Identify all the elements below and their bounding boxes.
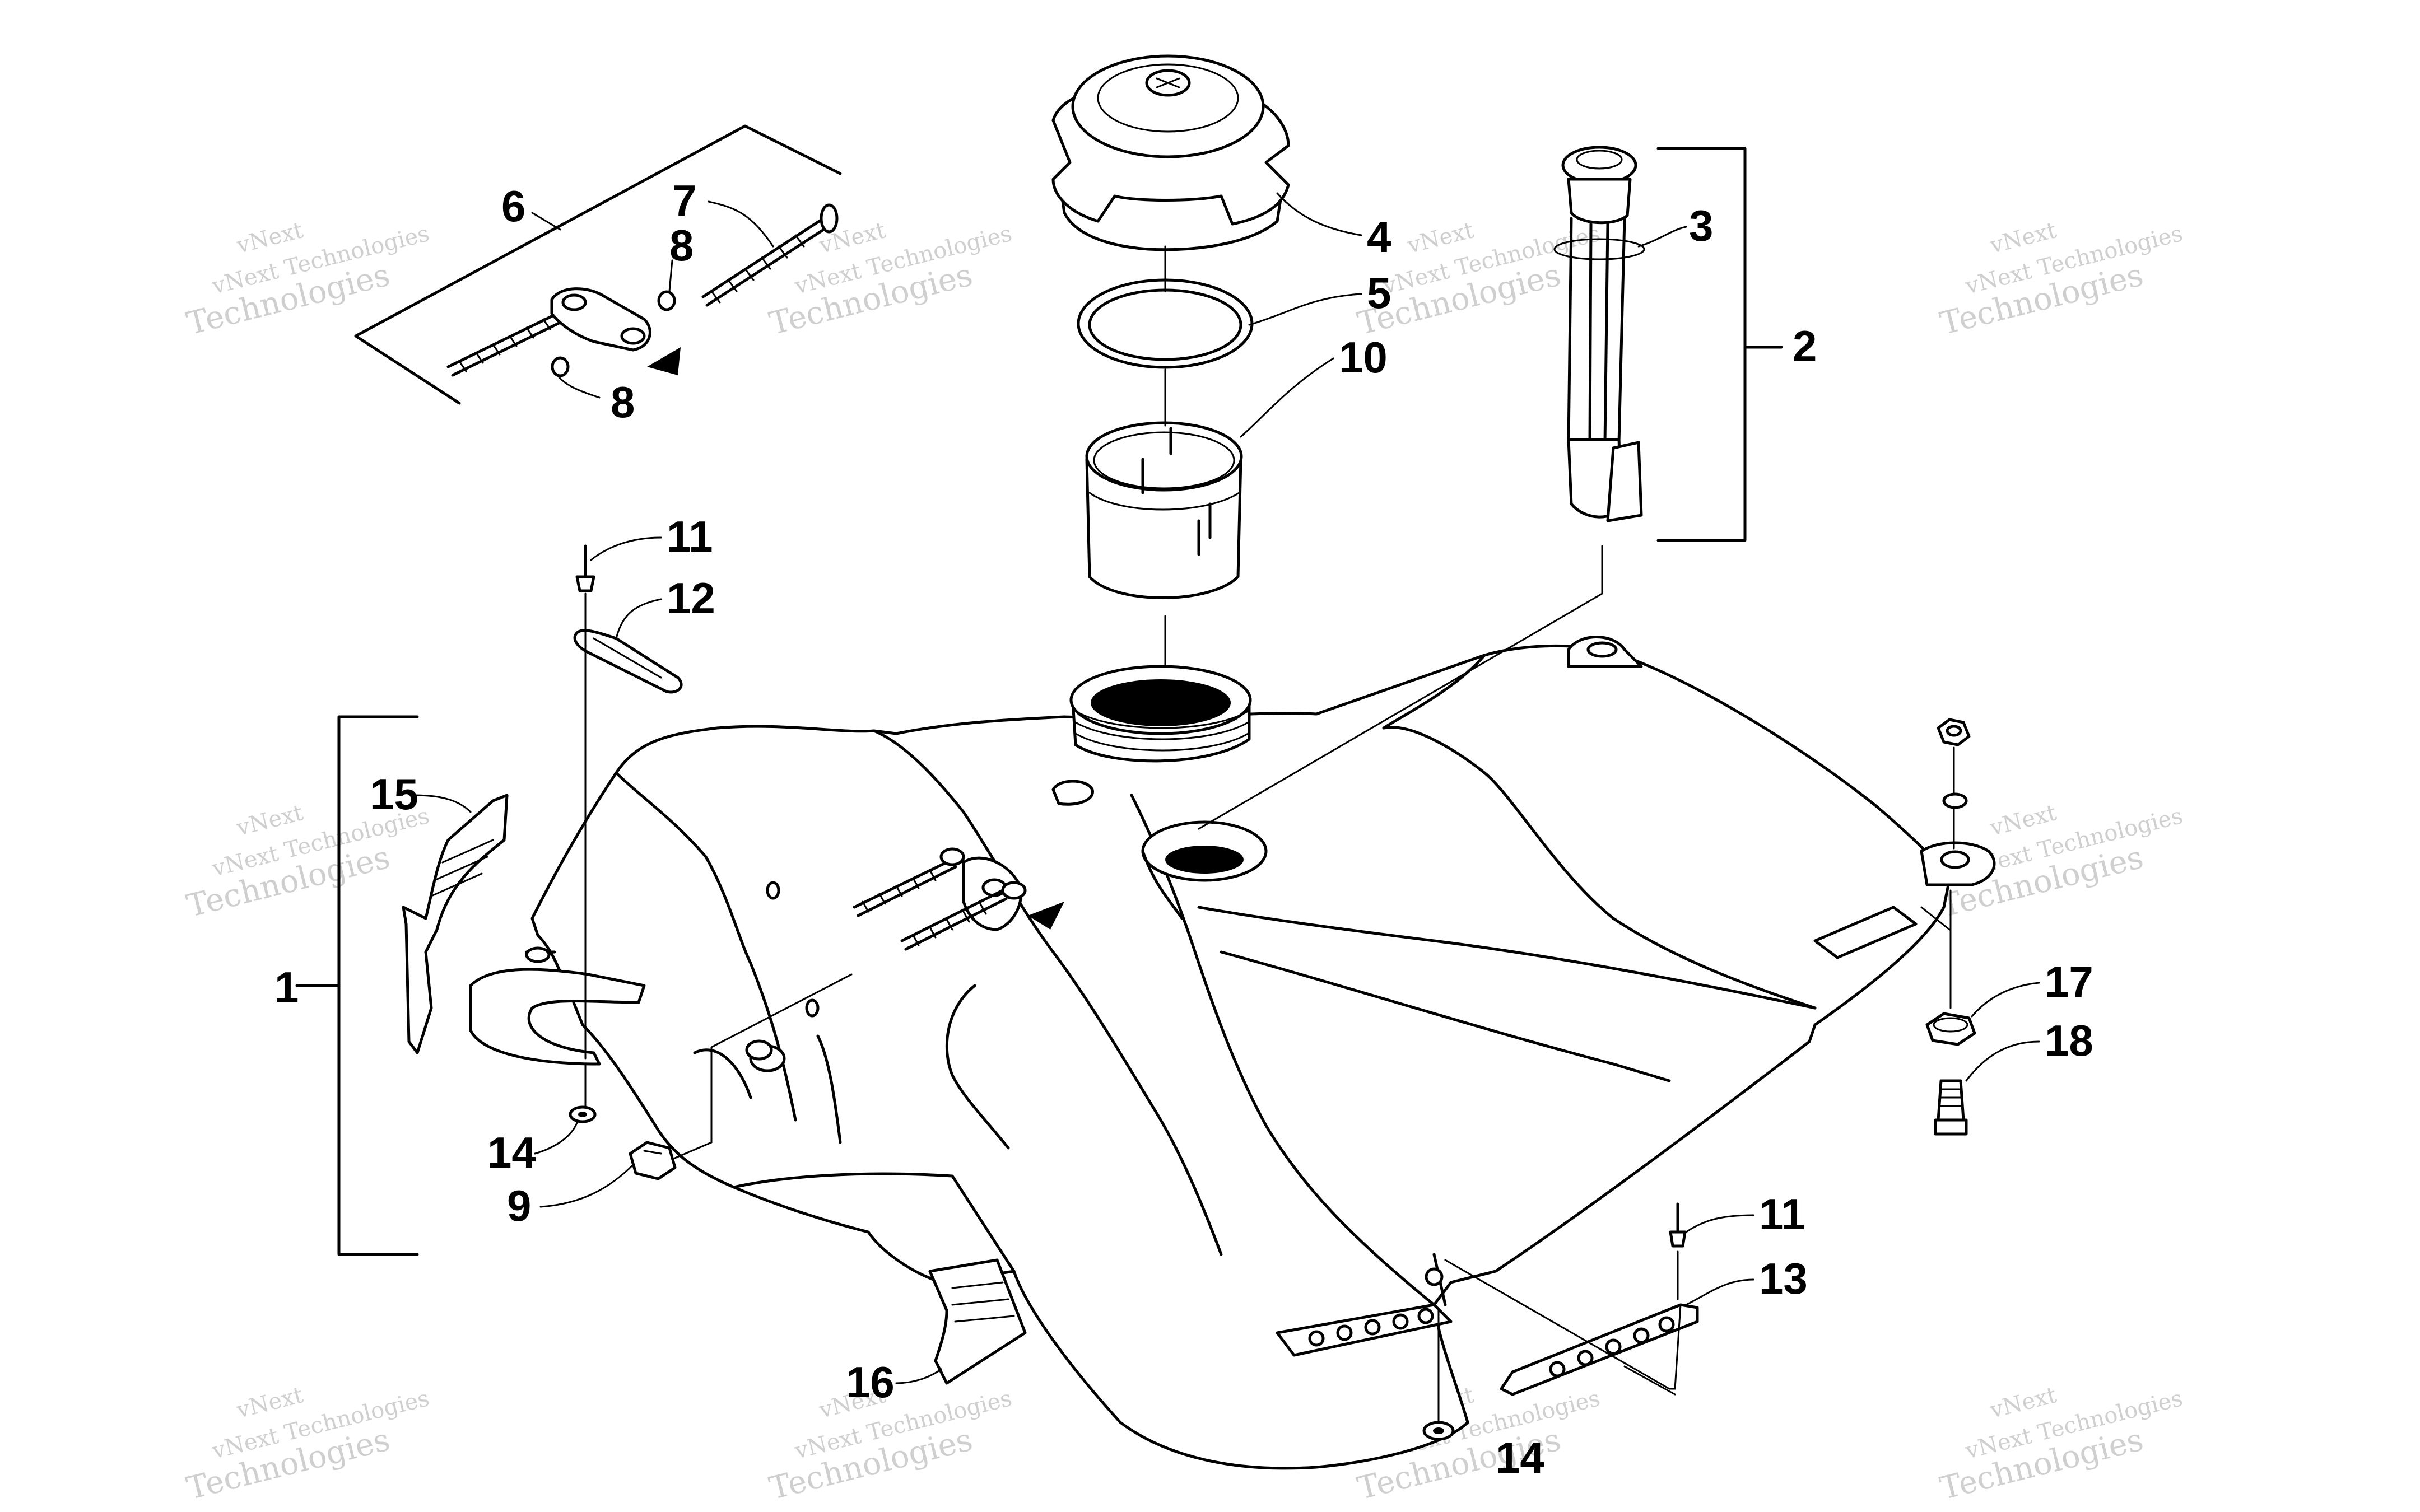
- watermark-line1: vNext: [234, 217, 305, 259]
- tank-outline: [530, 644, 1951, 1470]
- top-nut-right: [1937, 718, 1971, 850]
- bolt-left: [446, 309, 569, 377]
- tank-lower-contour: [732, 1172, 1016, 1273]
- watermark: vNext vNext Technologies Technologies: [766, 217, 1014, 342]
- callout-10: 10: [1339, 333, 1388, 382]
- guide-line-9: [671, 973, 853, 1160]
- callout-14-left: 14: [487, 1128, 536, 1177]
- callout-14-bottom: 14: [1496, 1433, 1544, 1482]
- front-bracket: [1276, 1253, 1453, 1357]
- fuel-cap: [1051, 54, 1290, 251]
- watermark-line1: vNext: [1987, 800, 2059, 841]
- watermark-line1: vNext: [1987, 1382, 2059, 1424]
- watermark: vNext vNext Technologies Technologies: [1937, 217, 2185, 342]
- tank-front-lip: [945, 984, 1010, 1150]
- callout-11-lower: 11: [1759, 1189, 1805, 1239]
- right-front-tab: [1813, 906, 1918, 959]
- clip-11-lower: [1669, 1202, 1687, 1300]
- tank-lower-notch: [693, 1034, 842, 1144]
- callout-12: 12: [667, 573, 715, 623]
- decal-16: [928, 1258, 1027, 1385]
- group-bracket-2: [1656, 147, 1783, 542]
- callout-3: 3: [1689, 201, 1713, 250]
- tank-rear-pan-edge2: [1220, 950, 1671, 1082]
- watermark-line1: vNext: [1987, 217, 2059, 259]
- callout-8-lower: 8: [611, 377, 635, 427]
- callout-8-upper: 8: [669, 221, 694, 270]
- callout-2: 2: [1793, 321, 1817, 371]
- side-boss: [745, 881, 820, 1072]
- strap-12: [573, 629, 683, 694]
- filler-neck: [1069, 665, 1252, 763]
- callout-1: 1: [274, 963, 299, 1012]
- sender-port: [1141, 820, 1268, 920]
- leader-lines: [413, 192, 2040, 1396]
- watermark: vNext vNext Technologies Technologies: [183, 1382, 432, 1507]
- callout-5: 5: [1367, 268, 1391, 318]
- watermark-line1: vNext: [234, 1382, 305, 1424]
- vent-tab: [1051, 780, 1094, 806]
- washer-8b: [551, 356, 570, 377]
- fuel-gauge-sender: [1553, 146, 1645, 522]
- callout-15: 15: [370, 769, 418, 819]
- arrow-marker-icon: [1028, 902, 1064, 930]
- arrow-marker-icon: [647, 347, 681, 375]
- washer-8a: [657, 290, 676, 311]
- callout-9: 9: [507, 1181, 531, 1230]
- tank-side-contour2: [872, 729, 1223, 1256]
- filler-screen: [1085, 421, 1243, 599]
- clip-11-upper: [575, 544, 595, 592]
- watermark: vNext vNext Technologies Technologies: [183, 217, 432, 342]
- callout-11-upper: 11: [667, 512, 713, 561]
- rear-mount-ear: [469, 946, 646, 1066]
- mount-kit-side: [853, 847, 1064, 951]
- bracket-line-6: [354, 124, 842, 405]
- bolt-18: [1934, 1079, 1968, 1136]
- callout-13: 13: [1759, 1254, 1808, 1303]
- callout-7: 7: [672, 176, 696, 225]
- gasket: [1077, 278, 1254, 369]
- watermark: vNext vNext Technologies Technologies: [1937, 1382, 2185, 1507]
- callout-6: 6: [501, 181, 525, 231]
- strap-13: [1500, 1303, 1699, 1396]
- callout-4: 4: [1367, 212, 1391, 262]
- watermark-line1: vNext: [1404, 217, 1476, 259]
- callout-labels: 1 2 3 4 5 6 7 8 8 9 10 11 11 12 13 14 14…: [274, 176, 2093, 1482]
- tank-rear-pan: [1382, 654, 1817, 1010]
- fuel-tank: [469, 636, 1996, 1470]
- mount-kit-top: [354, 124, 842, 405]
- nut-9: [629, 1141, 677, 1180]
- group-bracket-1: [295, 715, 419, 1256]
- callout-17: 17: [2045, 957, 2093, 1006]
- nut-17: [1925, 889, 1976, 1046]
- callout-18: 18: [2045, 1016, 2093, 1065]
- callout-16: 16: [846, 1357, 895, 1407]
- tank-rear-pan-edge: [1197, 906, 1817, 1010]
- watermark-line1: vNext: [234, 800, 305, 841]
